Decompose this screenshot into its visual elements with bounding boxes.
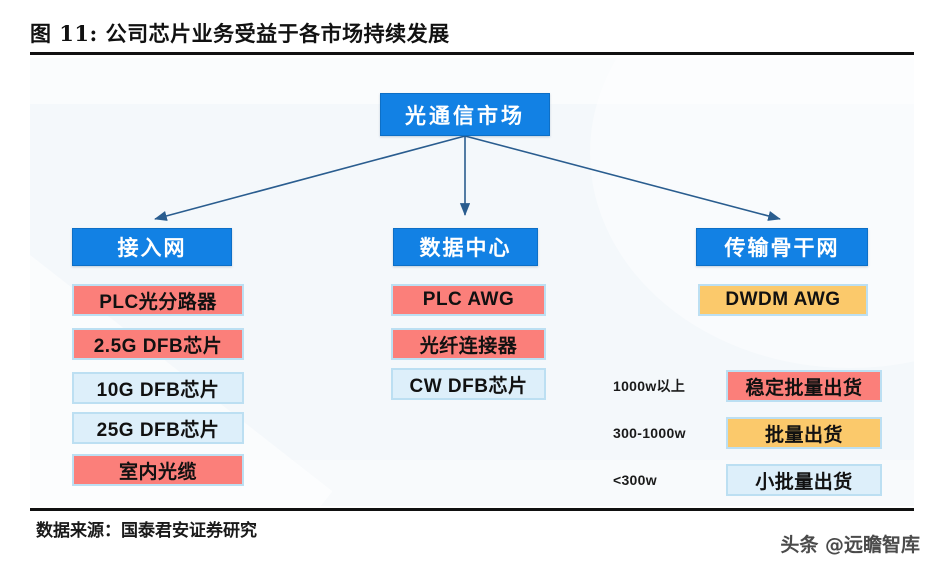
item-label: CW DFB芯片: [409, 375, 528, 397]
node-branch-backbone[interactable]: 传输骨干网: [696, 228, 868, 266]
legend-range-low: <300w: [613, 472, 657, 488]
item-fiber-connector[interactable]: 光纤连接器: [391, 328, 546, 360]
node-branch-datacenter[interactable]: 数据中心: [393, 228, 538, 266]
node-root-label: 光通信市场: [405, 104, 525, 128]
item-plc-awg[interactable]: PLC AWG: [391, 284, 546, 316]
node-root[interactable]: 光通信市场: [380, 93, 550, 136]
title-divider: [30, 52, 914, 55]
node-branch-access[interactable]: 接入网: [72, 228, 232, 266]
item-label: 光纤连接器: [419, 335, 518, 357]
node-branch-access-label: 接入网: [117, 237, 187, 260]
legend-status-label: 小批量出货: [755, 471, 853, 493]
item-10g-dfb[interactable]: 10G DFB芯片: [72, 372, 244, 404]
legend-status-low[interactable]: 小批量出货: [726, 464, 882, 496]
page-title: 图 11: 公司芯片业务受益于各市场持续发展: [30, 21, 450, 46]
item-2-5g-dfb[interactable]: 2.5G DFB芯片: [72, 328, 244, 360]
legend-range-mid: 300-1000w: [613, 425, 686, 441]
item-label: PLC光分路器: [99, 291, 217, 313]
data-source: 数据来源：国泰君安证券研究: [36, 521, 257, 541]
item-label: PLC AWG: [422, 289, 515, 310]
item-label: DWDM AWG: [725, 289, 841, 310]
watermark: 头条 @远瞻智库: [780, 534, 920, 556]
node-branch-datacenter-label: 数据中心: [419, 237, 512, 260]
item-label: 室内光缆: [118, 461, 197, 483]
legend-range-high: 1000w以上: [613, 378, 686, 394]
legend-status-mid[interactable]: 批量出货: [726, 417, 882, 449]
legend-status-label: 批量出货: [764, 424, 843, 446]
legend-status-label: 稳定批量出货: [745, 377, 863, 399]
item-25g-dfb[interactable]: 25G DFB芯片: [72, 412, 244, 444]
item-label: 2.5G DFB芯片: [93, 335, 223, 357]
item-label: 25G DFB芯片: [96, 419, 220, 441]
item-cw-dfb[interactable]: CW DFB芯片: [391, 368, 546, 400]
item-indoor-cable[interactable]: 室内光缆: [72, 454, 244, 486]
footer-divider: [30, 508, 914, 511]
item-dwdm-awg[interactable]: DWDM AWG: [698, 284, 868, 316]
node-branch-backbone-label: 传输骨干网: [724, 237, 840, 260]
legend-status-high[interactable]: 稳定批量出货: [726, 370, 882, 402]
item-label: 10G DFB芯片: [96, 379, 220, 401]
item-plc-splitter[interactable]: PLC光分路器: [72, 284, 244, 316]
